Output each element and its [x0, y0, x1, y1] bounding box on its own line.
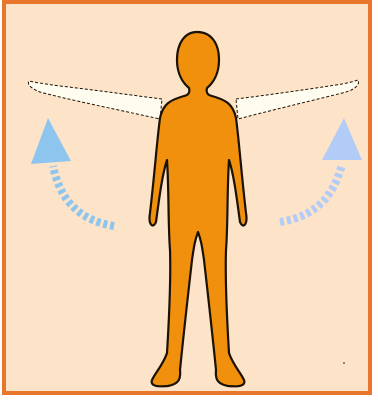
human-silhouette-icon	[150, 32, 247, 386]
speck	[343, 362, 345, 364]
right-arrow	[280, 118, 362, 222]
right-arrowhead	[322, 118, 362, 160]
left-arm-ghost	[28, 81, 162, 119]
left-arrow	[31, 118, 114, 226]
human-figure	[150, 32, 247, 386]
right-arm-ghost	[236, 80, 359, 119]
left-arrowhead	[31, 118, 71, 164]
